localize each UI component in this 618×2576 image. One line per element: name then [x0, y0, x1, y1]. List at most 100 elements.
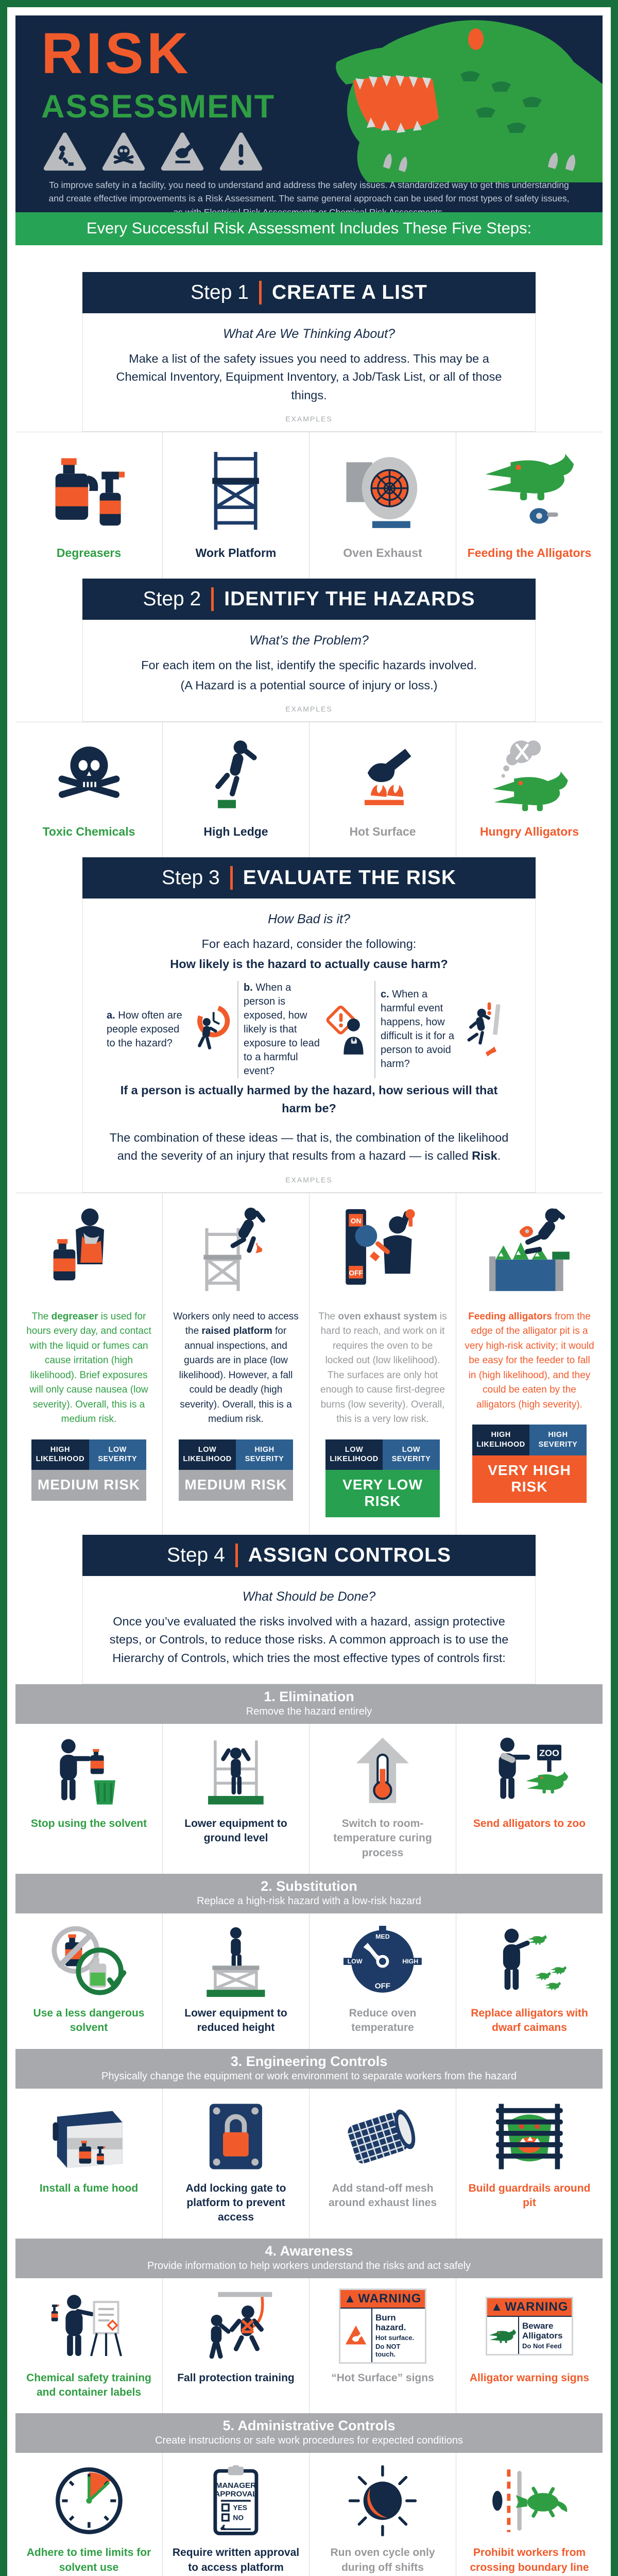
boundary-line-icon: [490, 2465, 569, 2536]
discard-solvent-icon: [50, 1736, 128, 1807]
svg-text:OFF: OFF: [375, 1981, 390, 1990]
control-label: Install a fume hood: [39, 2182, 139, 2194]
band-title: 2. Substitution: [261, 1878, 357, 1894]
example-hungry-alligators: Hungry Alligators: [456, 722, 603, 858]
svg-text:YES: YES: [233, 2504, 247, 2512]
control-label: Alligator warning signs: [469, 2371, 590, 2384]
svg-text:MANAGER: MANAGER: [216, 2482, 256, 2490]
burn-pictogram: [340, 2308, 372, 2362]
control-item: Install a fume hood: [15, 2089, 162, 2239]
consideration-text: When a harmful event happens, how diffic…: [381, 989, 455, 1070]
alligator-illustration: [336, 20, 603, 182]
time-limit-clock-icon: [50, 2465, 128, 2536]
exclamation-warning-triangle-icon: [219, 132, 263, 172]
step-1-title: CREATE A LIST: [271, 281, 427, 303]
hero-title-assessment: ASSESSMENT: [41, 89, 276, 125]
hero-section: RISK ASSESSMENT To improve safety in a f…: [15, 15, 603, 212]
control-label: Reduce oven temperature: [349, 2007, 417, 2034]
sign-header: WARNING: [505, 2299, 569, 2314]
example-label: High Ledge: [203, 825, 268, 839]
svg-text:MED: MED: [375, 1933, 390, 1940]
svg-text:OFF: OFF: [349, 1269, 363, 1277]
control-label: Stop using the solvent: [30, 1817, 147, 1829]
hot-surface-warning-triangle-icon: [161, 132, 204, 172]
consideration-b: b. When a person is exposed, how likely …: [237, 980, 374, 1078]
step-1-header: Step 1 CREATE A LIST: [82, 272, 536, 313]
control-label: Build guardrails around pit: [468, 2182, 591, 2209]
control-label: Send alligators to zoo: [473, 1817, 586, 1829]
risk-level-badge: MEDIUM RISK: [179, 1470, 293, 1501]
risk-example-alligator-pit: Feeding alligators from the edge of the …: [456, 1193, 603, 1535]
step-3-question: How likely is the hazard to actually cau…: [170, 957, 448, 971]
svg-text:APPROVAL: APPROVAL: [214, 2490, 257, 2499]
control-item: Prohibit workers from crossing boundary …: [456, 2453, 603, 2576]
risk-example-text: Feeding alligators from the edge of the …: [465, 1311, 594, 1410]
step-4-header: Step 4 ASSIGN CONTROLS: [82, 1535, 536, 1577]
step-3-body: How Bad is it? For each hazard, consider…: [82, 899, 536, 1193]
poison-warning-triangle-icon: [102, 132, 145, 172]
combination-risk-word: Risk: [472, 1149, 497, 1163]
step-1-subtitle: What Are We Thinking About?: [223, 327, 395, 341]
hierarchy-band-substitution: 2. Substitution Replace a high-risk haza…: [15, 1874, 603, 1913]
step-1-body: What Are We Thinking About? Make a list …: [82, 313, 536, 432]
hierarchy-band-awareness: 4. Awareness Provide information to help…: [15, 2238, 603, 2278]
hero-intro-text: To improve safety in a facility, you nee…: [48, 180, 570, 212]
consideration-c: c. When a harmful event happens, how dif…: [374, 980, 511, 1078]
control-item: Stop using the solvent: [15, 1724, 162, 1874]
step-2-header: Step 2 IDENTIFY THE HAZARDS: [82, 578, 536, 620]
substitution-items: Use a less dangerous solvent Lower equip…: [15, 1913, 603, 2049]
control-item: Add locking gate to platform to prevent …: [162, 2088, 309, 2239]
step-4-body: What Should be Done? Once you’ve evaluat…: [82, 1576, 536, 1684]
control-label: Add locking gate to platform to prevent …: [185, 2182, 286, 2224]
step-3-subtitle: How Bad is it?: [268, 912, 350, 927]
control-item: ZOO Send alligators to zoo: [456, 1723, 603, 1874]
header-divider: [259, 281, 262, 304]
guardrails-icon: [490, 2101, 569, 2172]
fall-warning-triangle-icon: [43, 132, 87, 172]
fume-hood-icon: [50, 2101, 128, 2172]
example-label: Hungry Alligators: [479, 825, 579, 839]
band-title: 4. Awareness: [265, 2243, 353, 2259]
step-3-harm-question: If a person is actually harmed by the ha…: [120, 1083, 498, 1115]
header-divider: [211, 587, 214, 611]
severity-badge: LOW SEVERITY: [89, 1439, 146, 1470]
chemical-training-icon: [50, 2291, 128, 2362]
step-4-title: ASSIGN CONTROLS: [248, 1544, 451, 1567]
control-label: Replace alligators with dwarf caimans: [471, 2007, 588, 2034]
step-2-label: Step 2: [143, 587, 201, 610]
consideration-letter: a.: [107, 1009, 115, 1021]
step-1-text: Make a list of the safety issues you nee…: [116, 352, 502, 402]
example-oven-exhaust: Oven Exhaust: [309, 432, 456, 579]
control-item: Fall protection training: [162, 2278, 309, 2414]
svg-text:ZOO: ZOO: [539, 1748, 559, 1758]
hierarchy-band-engineering: 3. Engineering Controls Physically chang…: [15, 2048, 603, 2089]
control-item: Use a less dangerous solvent: [15, 1913, 162, 2049]
step-2-subtitle: What’s the Problem?: [249, 633, 369, 648]
degreaser-worker-icon: [46, 1208, 132, 1294]
administrative-items: Adhere to time limits for solvent use MA…: [15, 2453, 603, 2576]
risk-level-badge: VERY LOW RISK: [325, 1470, 440, 1518]
examples-tag: EXAMPLES: [285, 705, 333, 714]
engineering-items: Install a fume hood Add locking gate to …: [15, 2088, 603, 2239]
step-1-section: Step 1 CREATE A LIST What Are We Thinkin…: [7, 272, 611, 579]
example-work-platform: Work Platform: [162, 432, 309, 579]
step-2-text-1: For each item on the list, identify the …: [141, 658, 477, 672]
step-3-considerations: a. How often are people exposed to the h…: [107, 980, 511, 1078]
control-item: Lower equipment to ground level: [162, 1723, 309, 1874]
band-title: 5. Administrative Controls: [222, 2418, 396, 2434]
svg-text:HIGH: HIGH: [402, 1958, 418, 1965]
alligator-pit-icon: [486, 1208, 573, 1294]
consideration-letter: b.: [244, 981, 253, 993]
example-feeding-alligators: Feeding the Alligators: [456, 432, 603, 579]
locking-gate-icon: [197, 2101, 275, 2172]
consideration-letter: c.: [381, 989, 389, 1001]
consideration-text: When a person is exposed, how likely is …: [244, 981, 320, 1077]
examples-tag: EXAMPLES: [285, 414, 333, 423]
